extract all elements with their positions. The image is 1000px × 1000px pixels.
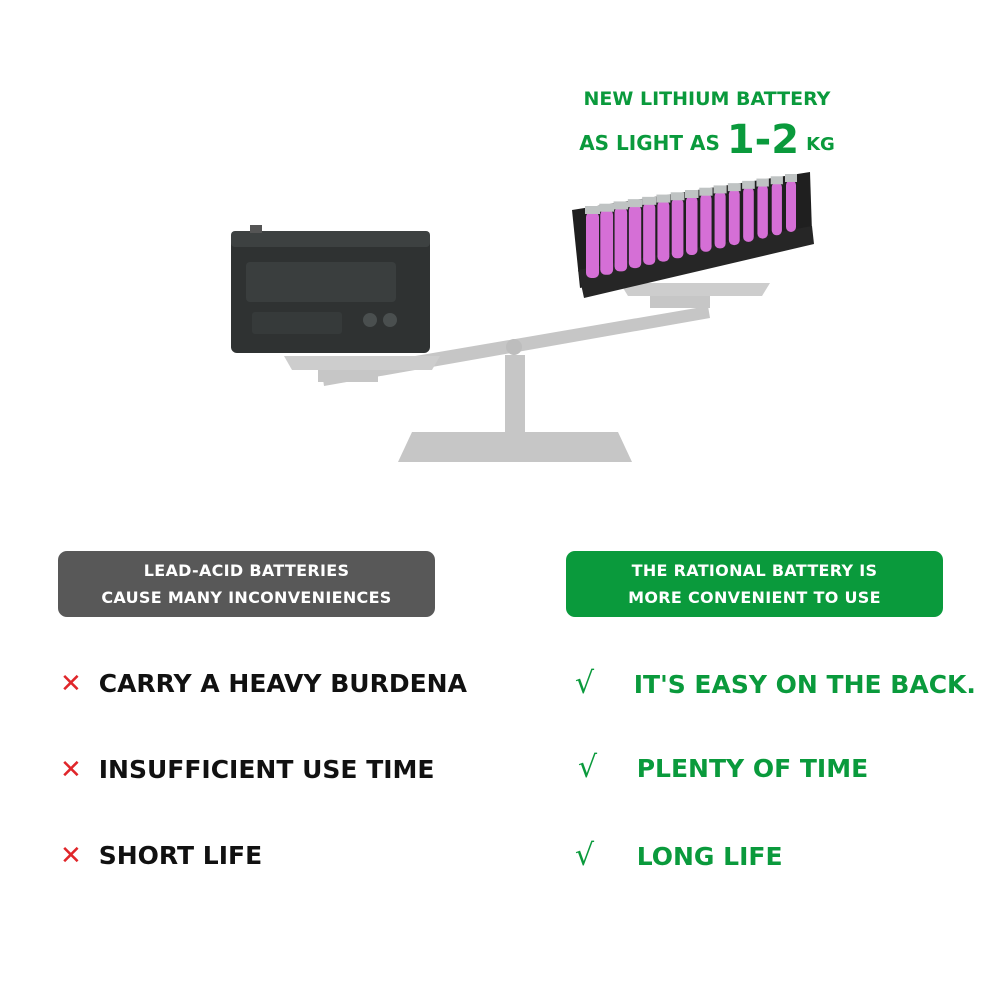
balance-scale-illustration [231,172,814,462]
check-icon: √ [575,666,595,701]
cell-connector [670,192,685,201]
cell-connector [785,174,797,182]
lithium-panel-line2: MORE CONVENIENT TO USE [628,588,881,607]
left-tray-stem [318,370,378,382]
battery-cells [585,174,797,278]
cell-connector [656,194,671,203]
cell-connector [742,180,755,189]
right-tray [620,283,770,296]
battery-cell [586,212,599,278]
con-item: ✕ SHORT LIFE [60,841,262,871]
headline-weight-unit: KG [806,134,835,155]
con-text: INSUFFICIENT USE TIME [98,755,435,784]
cell-connector [599,203,615,212]
pro-item: √ IT'S EASY ON THE BACK. [575,666,976,701]
battery-cell [671,198,684,259]
battery-cell [757,184,768,239]
lead-acid-panel: LEAD-ACID BATTERIES CAUSE MANY INCONVENI… [58,551,435,617]
cell-connector [756,178,769,187]
battery-cell [600,209,614,275]
check-icon: √ [575,838,595,873]
battery-cell [614,207,628,272]
cell-connector [613,201,629,210]
pro-text: LONG LIFE [636,842,783,871]
battery-cell [628,205,642,269]
lithium-panel: THE RATIONAL BATTERY IS MORE CONVENIENT … [566,551,943,617]
battery-cell [657,200,670,262]
cross-icon: ✕ [60,669,82,699]
battery-cell [728,189,740,246]
cell-connector [585,206,600,214]
battery-cell [643,202,656,265]
pro-text: IT'S EASY ON THE BACK. [633,670,976,699]
pro-item: √ PLENTY OF TIME [578,750,868,785]
battery-cell [686,196,698,255]
headline-line2: AS LIGHT AS 1-2 KG [540,118,874,167]
battery-cell [771,182,782,236]
left-tray [284,356,440,370]
headline-weight-value: 1-2 [726,117,800,163]
headline-line1: NEW LITHIUM BATTERY [583,88,831,110]
cell-connector [770,176,783,185]
cell-connector [699,187,713,196]
headline-prefix: AS LIGHT AS [579,131,720,155]
con-text: CARRY A HEAVY BURDENA [98,669,467,698]
pro-text: PLENTY OF TIME [636,754,869,783]
battery-cell [786,180,796,232]
lithium-panel-line1: THE RATIONAL BATTERY IS [631,561,878,580]
cell-connector [642,196,657,205]
con-item: ✕ INSUFFICIENT USE TIME [60,755,435,785]
battery-cell [743,186,754,242]
lead-acid-panel-line2: CAUSE MANY INCONVENIENCES [101,588,392,607]
lead-acid-panel-line1: LEAD-ACID BATTERIES [143,561,350,580]
con-text: SHORT LIFE [98,841,263,870]
cell-connector [685,190,699,198]
con-item: ✕ CARRY A HEAVY BURDENA [60,669,467,699]
pro-item: √ LONG LIFE [575,838,783,873]
scale-base [398,432,632,462]
cell-connector [627,199,643,208]
scale-pillar [505,355,525,435]
cell-connector [727,183,741,192]
cross-icon: ✕ [60,841,82,871]
check-icon: √ [578,750,598,785]
lead-acid-battery [231,225,430,353]
battery-cell [714,191,726,249]
battery-cell [700,193,712,252]
cell-connector [713,185,727,194]
cross-icon: ✕ [60,755,82,785]
right-tray-stem [650,296,710,308]
scale-pivot [506,339,522,355]
